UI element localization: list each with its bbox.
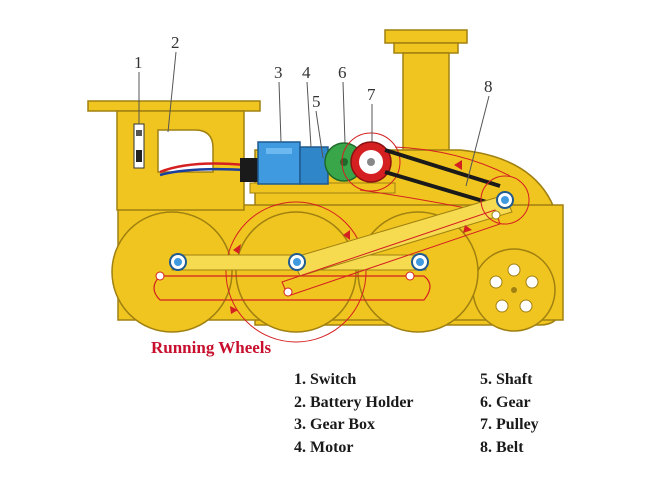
callout-6: 6: [338, 63, 347, 82]
drive-wheel-ring: [480, 175, 530, 225]
motor: [299, 146, 329, 185]
callout-7: 7: [367, 85, 376, 104]
legend-left: 1. Switch 2. Battery Holder 3. Gear Box …: [294, 369, 414, 459]
gear-box-highlight: [266, 148, 292, 154]
callout-4: 4: [302, 63, 311, 82]
axle-hubs: [155, 191, 514, 297]
callout-3: 3: [274, 63, 283, 82]
pulley: [341, 132, 401, 192]
smokestack: [384, 29, 468, 154]
legend-item-gear-box: 3. Gear Box: [294, 416, 376, 433]
callout-lines: [138, 51, 490, 187]
callout-5: 5: [312, 92, 321, 111]
running-wheels-caption: Running Wheels: [151, 338, 272, 357]
callout-2: 2: [171, 33, 180, 52]
legend-item-switch: 1. Switch: [294, 371, 357, 388]
callout-numbers: 1 2 3 4 5 6 7 8: [134, 33, 493, 111]
legend-item-battery-holder: 2. Battery Holder: [294, 393, 414, 411]
callout-1: 1: [134, 53, 143, 72]
legend-item-pulley: 7. Pulley: [480, 416, 539, 433]
front-wheel: [472, 248, 556, 332]
legend-item-belt: 8. Belt: [480, 438, 524, 456]
cab-roof: [87, 100, 261, 112]
crank-outline: [153, 275, 431, 301]
gear-hub: [340, 158, 348, 166]
legend-item-shaft: 5. Shaft: [480, 371, 533, 388]
legend-right: 5. Shaft 6. Gear 7. Pulley 8. Belt: [480, 369, 539, 459]
battery-holder-wires: [159, 158, 260, 182]
legend-item-gear: 6. Gear: [480, 393, 531, 411]
callout-8: 8: [484, 77, 493, 96]
switch: [133, 123, 145, 169]
motion-arrows: [230, 160, 472, 314]
legend-item-motor: 4. Motor: [294, 438, 354, 456]
